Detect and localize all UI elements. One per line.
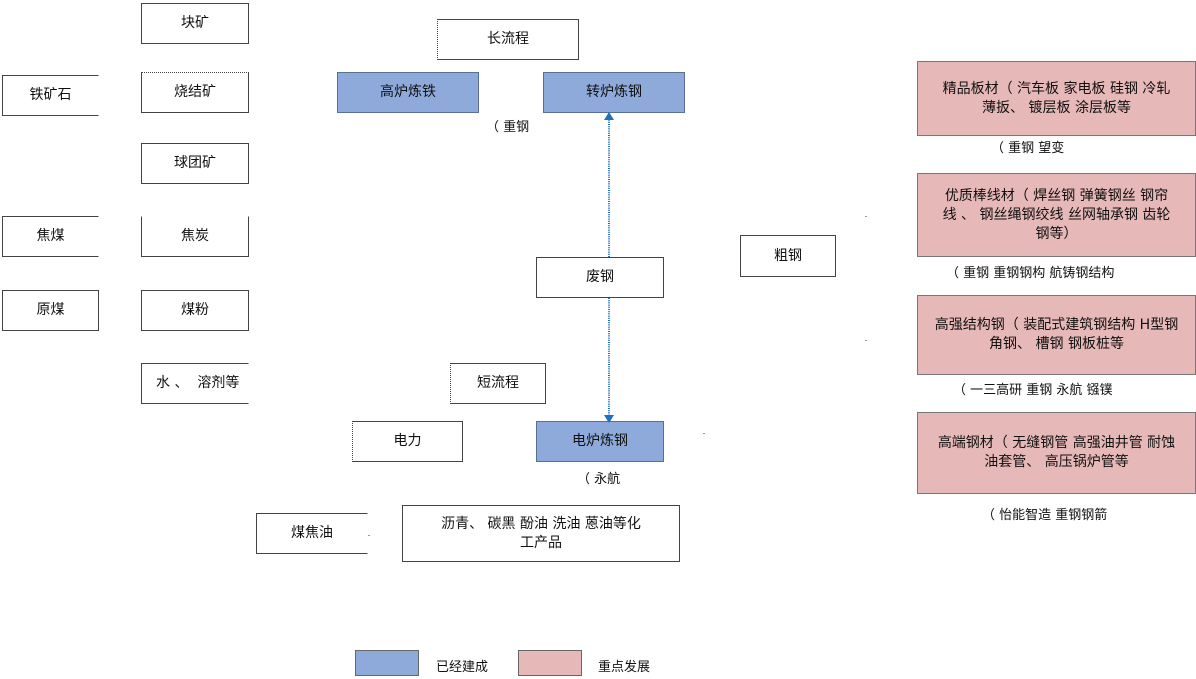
box-iron-ore: 铁矿石	[2, 75, 99, 116]
box-product-structural: 高强结构钢（ 装配式建筑钢结构 H型钢 角钢、 槽钢 钢板桩等	[917, 295, 1196, 375]
label-coal-tar: 煤焦油	[291, 525, 333, 541]
label-chemicals: 沥青、 碳黑 酚油 洗油 蒽油等化 工产品	[441, 515, 641, 551]
label-product-plates: 精品板材（ 汽车板 家电板 硅钢 冷轧 薄扳、 镀层板 涂层板等	[942, 80, 1171, 116]
box-coke: 焦炭	[141, 216, 249, 257]
box-chemicals: 沥青、 碳黑 酚油 洗油 蒽油等化 工产品	[402, 505, 680, 562]
legend-label-built: 已经建成	[436, 660, 489, 675]
box-pellet: 球团矿	[141, 143, 249, 184]
stray-mark	[368, 535, 370, 536]
label-product-bars: 优质棒线材（ 焊丝钢 弹簧钢丝 钢帘 线 、 钢丝绳钢绞线 丝网轴承钢 齿轮 钢…	[942, 187, 1171, 242]
box-water-flux: 水 、 溶剂等	[141, 363, 249, 404]
box-electric-power: 电力	[352, 421, 463, 462]
label-long-process: 长流程	[487, 31, 529, 47]
box-lump-ore: 块矿	[141, 3, 249, 44]
box-product-plates: 精品板材（ 汽车板 家电板 硅钢 冷轧 薄扳、 镀层板 涂层板等	[917, 61, 1196, 136]
label-electric-power: 电力	[393, 433, 422, 449]
box-crude-steel: 粗钢	[740, 235, 836, 277]
label-raw-coal: 原煤	[36, 302, 65, 318]
box-product-bars: 优质棒线材（ 焊丝钢 弹簧钢丝 钢帘 线 、 钢丝绳钢绞线 丝网轴承钢 齿轮 钢…	[917, 173, 1196, 257]
label-sinter: 烧结矿	[174, 84, 216, 100]
label-blast-furnace: 高炉炼铁	[380, 84, 436, 100]
note-converter: （ 重钢	[486, 120, 530, 135]
legend-label-focus: 重点发展	[598, 660, 651, 675]
label-coal-powder: 煤粉	[181, 302, 209, 318]
label-pellet: 球团矿	[174, 155, 216, 171]
label-water-flux: 水 、 溶剂等	[156, 375, 240, 391]
label-coke: 焦炭	[181, 228, 209, 244]
note-eaf: （ 永航	[577, 472, 621, 487]
label-short-process: 短流程	[477, 375, 519, 391]
stray-mark	[865, 216, 867, 217]
box-blast-furnace: 高炉炼铁	[337, 72, 479, 113]
note-product-highend: （ 怡能智造 重钢钢箭	[982, 508, 1108, 523]
box-coal-powder: 煤粉	[141, 290, 249, 331]
box-sinter: 烧结矿	[141, 72, 249, 113]
label-product-highend: 高端钢材（ 无缝钢管 高强油井管 耐蚀 油套管、 高压锅炉管等	[937, 435, 1176, 470]
stray-mark	[865, 340, 867, 341]
label-iron-ore: 铁矿石	[29, 87, 72, 103]
box-coking-coal: 焦煤	[2, 216, 99, 257]
box-long-process: 长流程	[437, 19, 579, 60]
label-scrap: 废钢	[586, 269, 614, 285]
stray-mark	[703, 433, 705, 434]
box-scrap: 废钢	[536, 257, 664, 298]
label-crude-steel: 粗钢	[774, 247, 802, 264]
box-eaf: 电炉炼钢	[536, 421, 664, 462]
label-coking-coal: 焦煤	[36, 228, 65, 244]
legend-swatch-built	[355, 650, 419, 676]
label-converter: 转炉炼钢	[586, 84, 642, 100]
box-converter: 转炉炼钢	[543, 72, 685, 113]
legend-swatch-focus	[518, 650, 582, 676]
label-lump-ore: 块矿	[181, 15, 209, 31]
note-product-bars: （ 重钢 重钢钢构 航铸钢结构	[946, 266, 1115, 281]
note-product-plates: （ 重钢 望变	[991, 141, 1065, 156]
note-product-structural: （ 一三高研 重钢 永航 镪镤	[953, 383, 1113, 398]
label-eaf: 电炉炼钢	[572, 433, 628, 449]
box-product-highend: 高端钢材（ 无缝钢管 高强油井管 耐蚀 油套管、 高压锅炉管等	[917, 412, 1196, 494]
box-short-process: 短流程	[450, 363, 546, 404]
box-coal-tar: 煤焦油	[256, 513, 368, 554]
label-product-structural: 高强结构钢（ 装配式建筑钢结构 H型钢 角钢、 槽钢 钢板桩等	[934, 317, 1179, 352]
box-raw-coal: 原煤	[2, 290, 99, 331]
